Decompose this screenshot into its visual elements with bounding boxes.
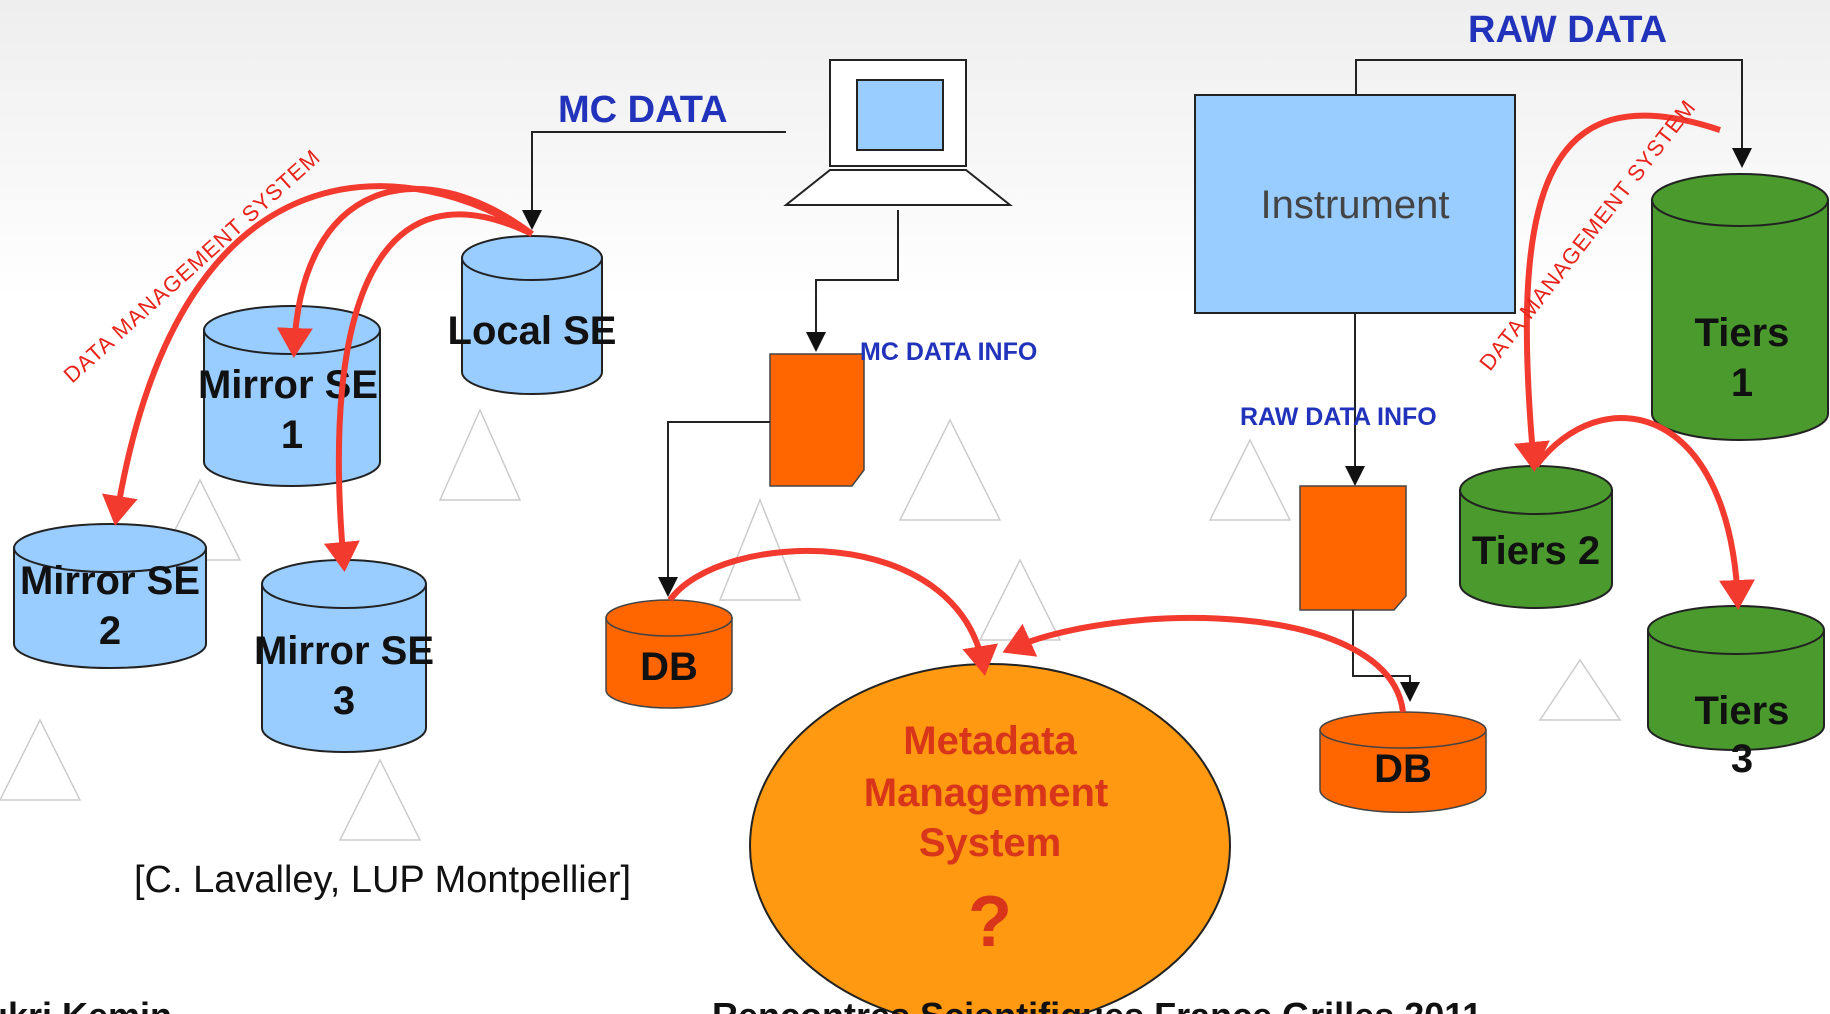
- metadata-management-system: Metadata Management System ?: [749, 663, 1231, 1014]
- tiers-1-cylinder: Tiers 1: [1651, 173, 1829, 441]
- footer-event: Rencontres Scientifiques France Grilles …: [712, 995, 1482, 1014]
- left-data-management-arrows: [102, 183, 534, 572]
- db-left-label: DB: [640, 645, 698, 689]
- tiers-3-cylinder: Tiers 3: [1647, 605, 1825, 781]
- raw-data-info-document: [1299, 485, 1407, 611]
- mirror-se-2-number: 2: [99, 609, 121, 653]
- tiers-1-number: 1: [1731, 361, 1753, 405]
- mirror-se-1-number: 1: [281, 413, 303, 457]
- computer-to-mcinfo-connector: [806, 210, 899, 352]
- mirror-se-2-cylinder: Mirror SE 2: [13, 523, 207, 669]
- raw-data-info-label: RAW DATA INFO: [1240, 403, 1437, 431]
- mcinfo-to-db-connector: [658, 421, 770, 597]
- mc-data-info-document: [769, 353, 865, 487]
- tiers-1-label: Tiers: [1695, 311, 1790, 355]
- db-left-cylinder: DB: [605, 599, 733, 709]
- instrument-box: [1194, 94, 1516, 314]
- mc-data-connector: [522, 131, 786, 230]
- instrument-label: Instrument: [1261, 183, 1450, 227]
- rawinfo-to-db-connector: [1352, 610, 1420, 702]
- metadata-line-1: Metadata: [903, 719, 1077, 763]
- db-left-to-metadata-arrow: [667, 548, 998, 676]
- tiers-3-label: Tiers: [1695, 689, 1790, 733]
- db-right-cylinder: DB: [1319, 711, 1487, 814]
- raw-data-connector: [1355, 59, 1752, 168]
- mc-data-label: MC DATA: [558, 89, 728, 131]
- mirror-se-2-label: Mirror SE: [20, 559, 200, 603]
- tiers-2-cylinder: Tiers 2: [1459, 465, 1613, 609]
- mc-data-info-label: MC DATA INFO: [860, 338, 1037, 366]
- tiers-2-label: Tiers 2: [1472, 529, 1600, 573]
- tiers-3-number: 3: [1731, 737, 1753, 781]
- mirror-se-1-label: Mirror SE: [198, 363, 378, 407]
- image-credit: [C. Lavalley, LUP Montpellier]: [134, 859, 631, 901]
- right-data-management-arrows: [1513, 112, 1756, 610]
- metadata-line-2: Management: [864, 771, 1109, 815]
- raw-data-label: RAW DATA: [1468, 9, 1667, 51]
- db-right-label: DB: [1374, 747, 1432, 791]
- metadata-question-mark: ?: [968, 882, 1012, 962]
- db-right-to-metadata-arrow: [1002, 614, 1406, 713]
- local-se-cylinder: Local SE: [448, 235, 617, 395]
- metadata-line-3: System: [919, 821, 1061, 865]
- local-se-label: Local SE: [448, 309, 617, 353]
- mirror-se-3-number: 3: [333, 679, 355, 723]
- footer-author: ukri Kemin: [0, 995, 172, 1014]
- mirror-se-3-label: Mirror SE: [254, 629, 434, 673]
- mirror-se-3-cylinder: Mirror SE 3: [254, 559, 434, 753]
- computer-icon: [783, 59, 1013, 206]
